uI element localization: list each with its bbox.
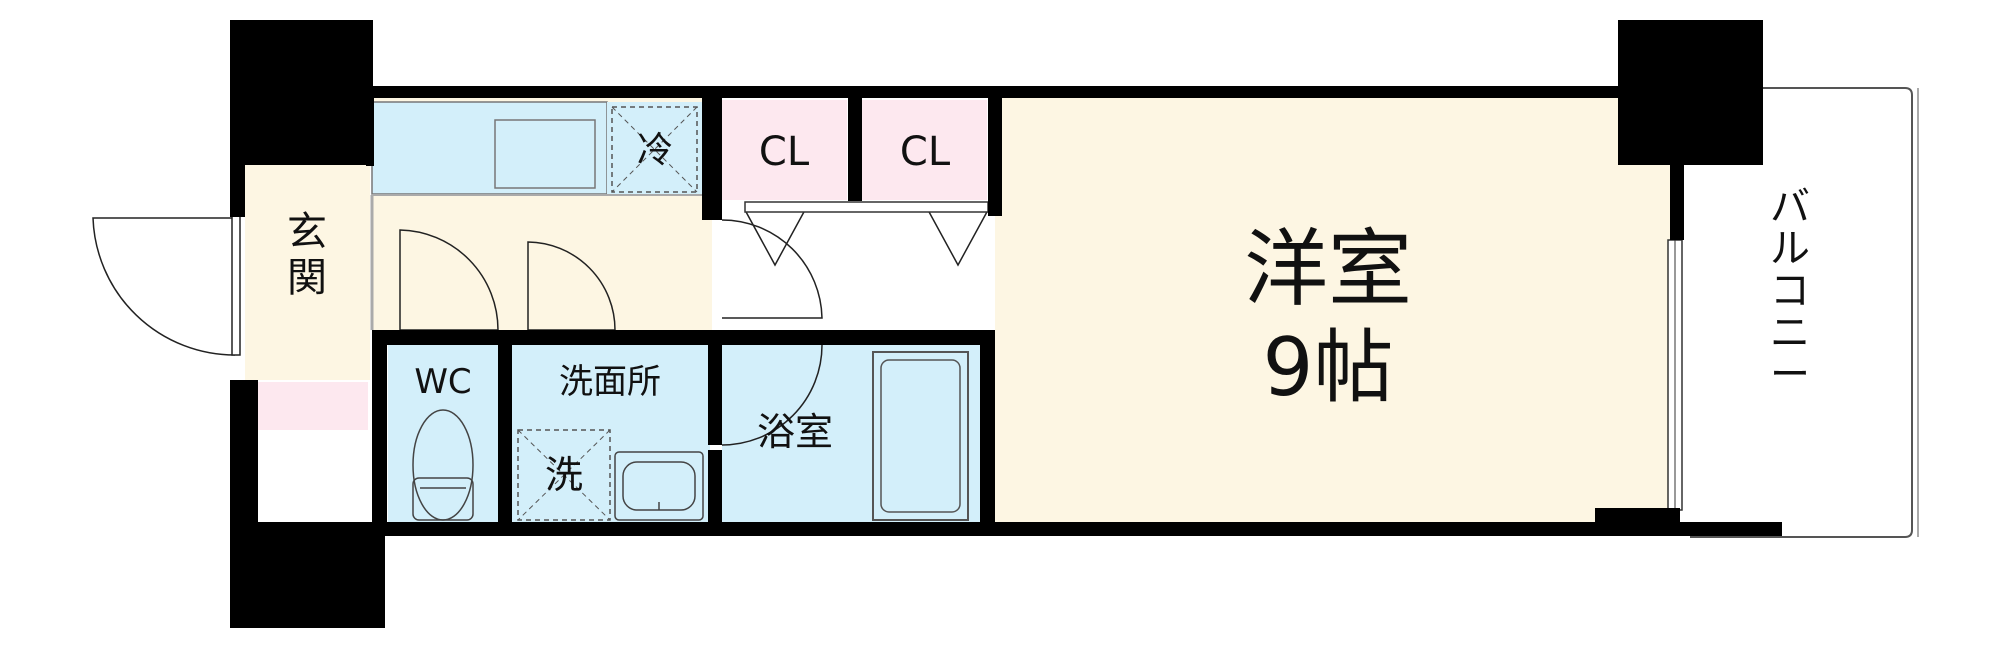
entrance-floor <box>245 165 370 380</box>
washroom-floor <box>512 345 710 525</box>
closet-1-label: CL <box>759 129 810 175</box>
wc-floor <box>388 345 498 525</box>
fridge-cross-1 <box>611 106 698 193</box>
washer-label: 洗 <box>545 453 583 497</box>
shoe-cabinet <box>258 382 368 430</box>
kitchen-counter <box>371 101 608 195</box>
washer-outline <box>517 429 611 521</box>
kitchen-sink <box>494 119 596 189</box>
closet-2-label: CL <box>900 129 951 175</box>
toilet-icon <box>412 409 474 521</box>
bathtub <box>872 351 969 521</box>
western-room-floor <box>995 92 1670 527</box>
western-room-label: 洋室 <box>1244 220 1412 318</box>
washroom-label: 洗面所 <box>559 362 661 402</box>
fridge-outline <box>611 106 698 193</box>
closet-1-floor <box>722 100 847 200</box>
fridge-space <box>607 102 702 194</box>
wash-basin-icon <box>614 451 704 521</box>
western-room-size-label: 9帖 <box>1263 321 1394 414</box>
balcony-label: バルコニー <box>1770 184 1810 398</box>
bathroom-label: 浴室 <box>757 410 833 454</box>
balcony-outline <box>1690 87 1919 538</box>
walls <box>230 20 1782 628</box>
bathtub-inner <box>880 359 961 513</box>
entrance-label-top: 玄関 <box>287 209 327 301</box>
doors <box>92 201 989 446</box>
fridge-cross-2 <box>611 106 698 193</box>
closet-2-floor <box>862 100 987 200</box>
fridge-label: 冷 <box>637 130 673 171</box>
wc-label: WC <box>414 362 471 402</box>
washer-cross-2 <box>517 429 611 521</box>
